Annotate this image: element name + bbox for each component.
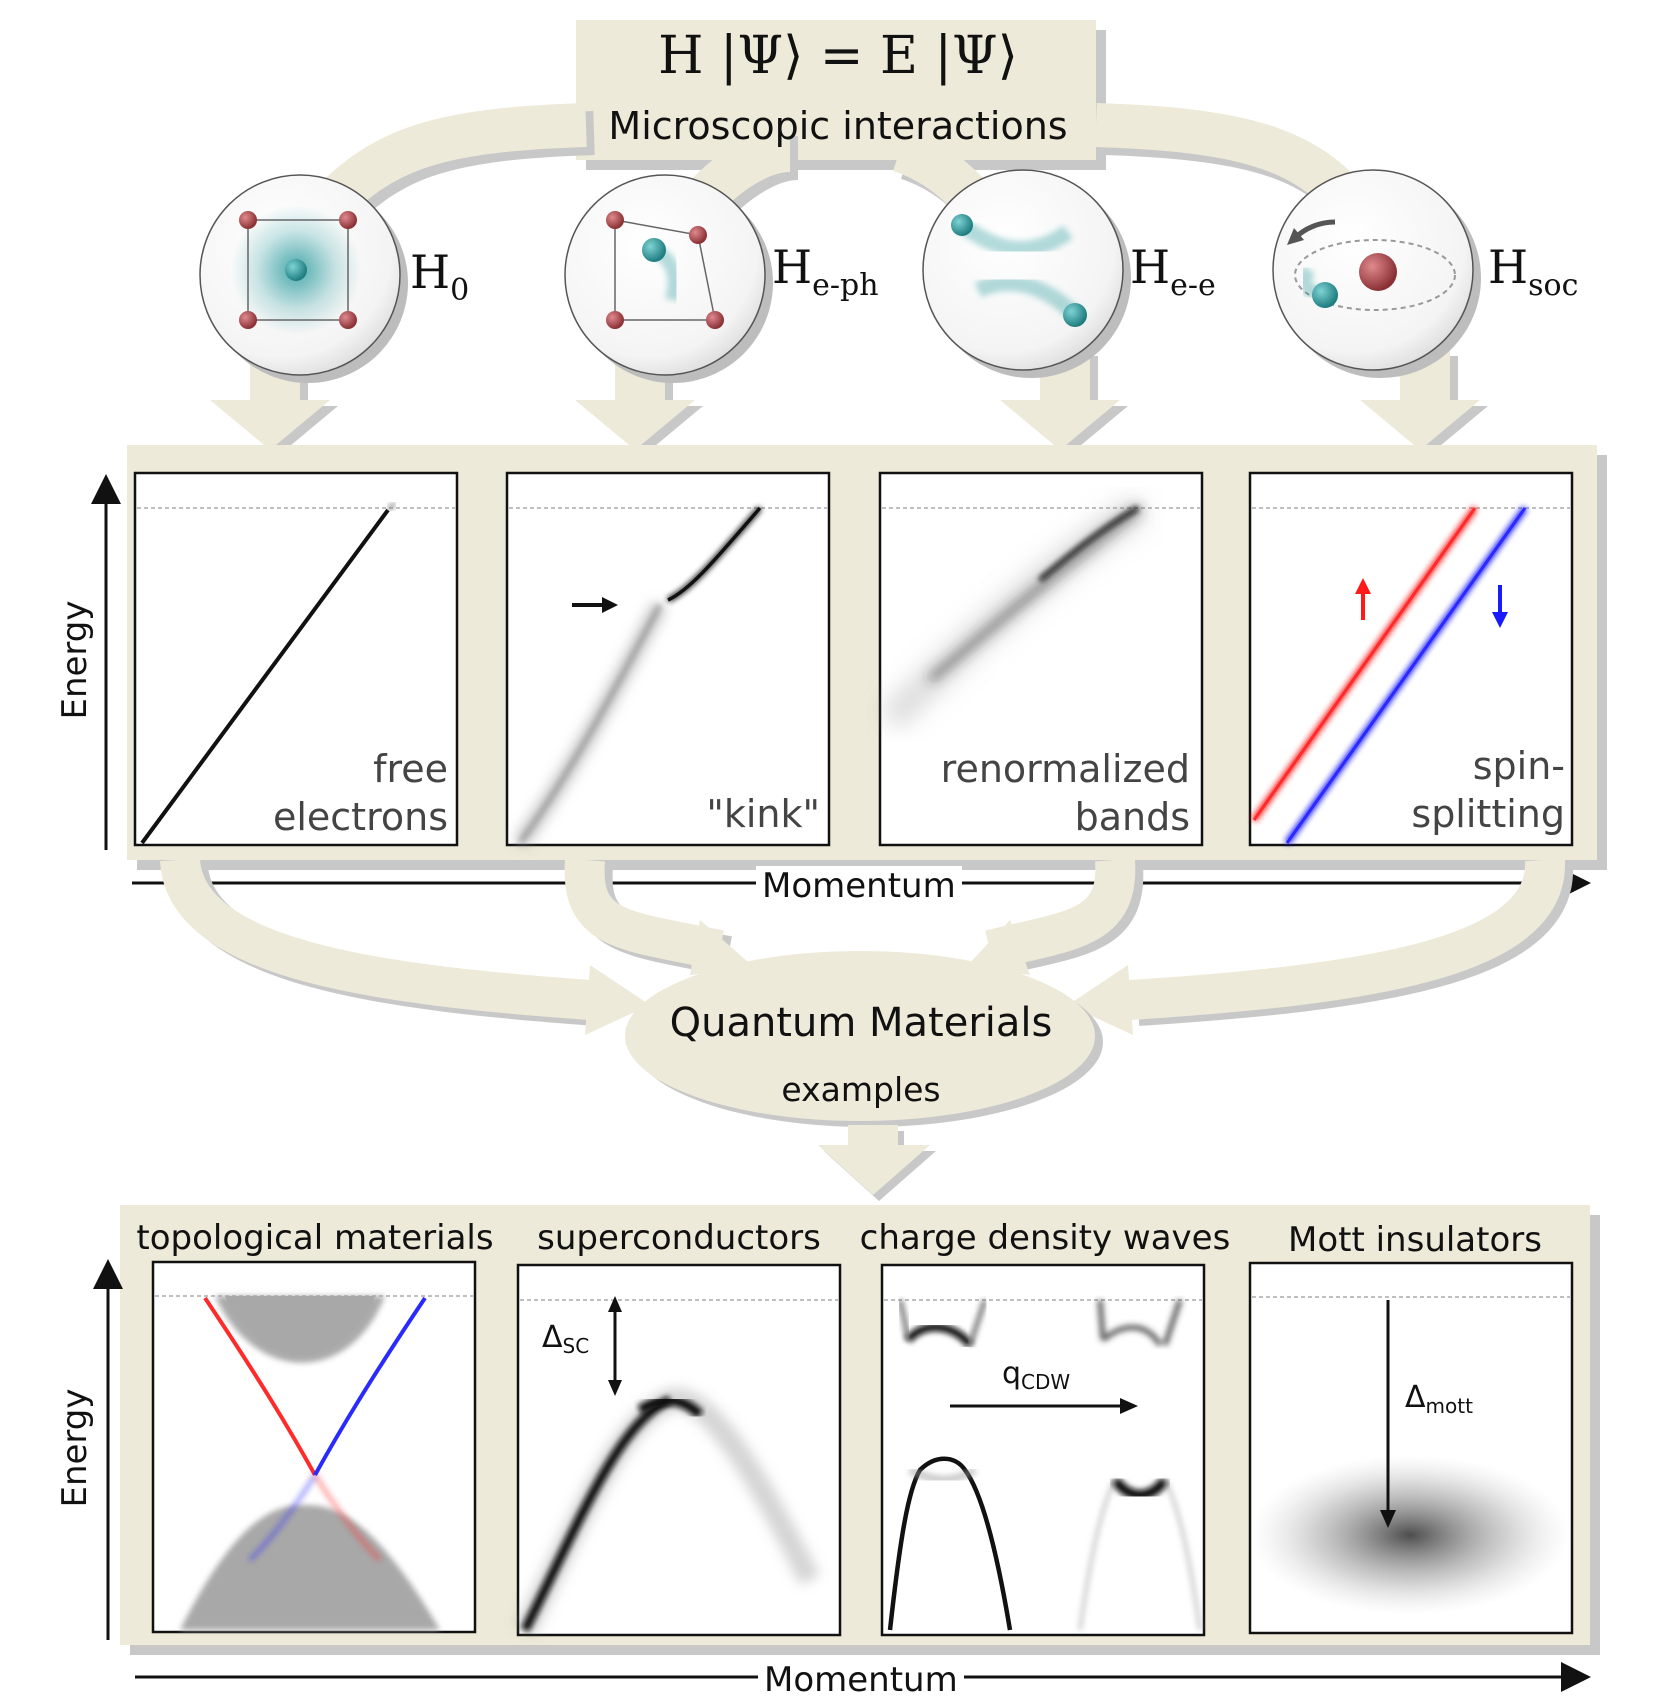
- title-topological: topological materials: [136, 1218, 494, 1258]
- band-panel-frames: [133, 471, 1574, 847]
- spin-down-arrow-icon: [1492, 585, 1508, 628]
- panel-label-kink: "kink": [706, 792, 820, 836]
- microscopic-interactions-label: Microscopic interactions: [608, 104, 1068, 148]
- lattice-phonon-icon: [564, 174, 773, 383]
- momentum-axis-label: Momentum: [756, 866, 962, 906]
- down-arrow-examples: [818, 1125, 936, 1201]
- momentum-axis-label-2: Momentum: [758, 1660, 964, 1700]
- renormalized-band: [880, 496, 1148, 730]
- energy-axis-label-2: Energy: [55, 1388, 95, 1508]
- quantum-materials-subtitle: examples: [781, 1070, 941, 1109]
- cdw-bands: [887, 1299, 1202, 1631]
- mott-gap-label: Δmott: [1405, 1380, 1473, 1418]
- hamiltonian-h0: H0: [410, 245, 470, 308]
- down-arrows-row1: [210, 350, 1488, 456]
- electron-scattering-icon: [922, 169, 1131, 378]
- title-cdw: charge density waves: [859, 1218, 1231, 1258]
- mott-gap-plot: [1250, 1268, 1570, 1615]
- spin-split-bands: [1251, 506, 1528, 845]
- hamiltonian-eph: He-ph: [772, 240, 879, 303]
- cdw-q-label: qCDW: [1002, 1356, 1071, 1394]
- hamiltonian-ee: He-e: [1130, 240, 1216, 303]
- free-electron-band: [140, 501, 397, 845]
- superconductor-band: [515, 1296, 820, 1635]
- title-superconductors: superconductors: [537, 1218, 821, 1258]
- schrodinger-equation: H |Ψ⟩ = E |Ψ⟩: [658, 26, 1018, 86]
- kink-band: [513, 506, 762, 848]
- quantum-materials-ellipse: [625, 951, 1103, 1127]
- header-box: [576, 20, 1106, 170]
- quantum-materials-title: Quantum Materials: [669, 1000, 1053, 1046]
- energy-axis-label: Energy: [55, 600, 95, 720]
- converging-arrowheads: [585, 920, 1133, 1035]
- title-mott: Mott insulators: [1288, 1220, 1542, 1260]
- converging-arrows: [160, 857, 1574, 1026]
- spin-orbit-icon: [1272, 169, 1481, 378]
- panel-label-spin-splitting: spin-splitting: [1411, 744, 1565, 836]
- spin-up-arrow-icon: [1355, 578, 1371, 620]
- sc-gap-label: ΔSC: [542, 1320, 590, 1358]
- topological-dirac-cone: [180, 1296, 440, 1630]
- fermi-level-lines-2: [155, 1295, 1570, 1301]
- hamiltonian-soc: Hsoc: [1488, 240, 1579, 303]
- lattice-free-electron-icon: [199, 174, 408, 383]
